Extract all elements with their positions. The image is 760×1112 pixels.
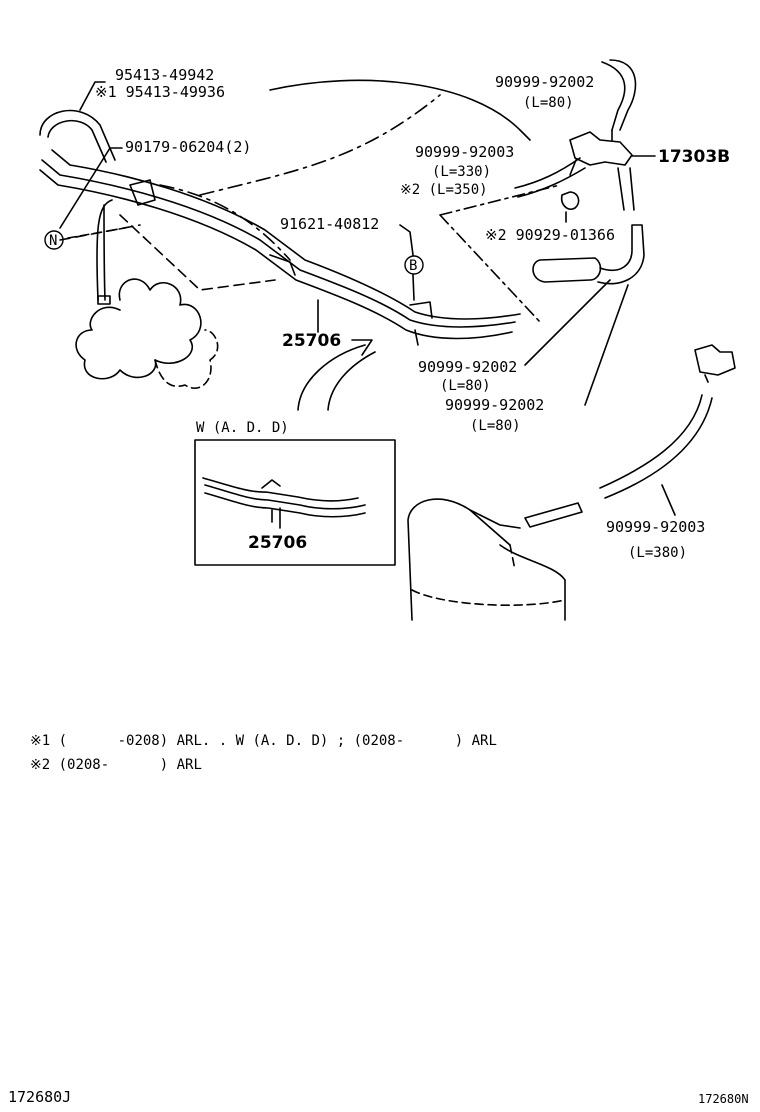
marker-b: B [409, 258, 417, 274]
label-195413-49936: ※1 95413-49936 [95, 83, 225, 101]
label-90999-92003-low: 90999-92003 [606, 518, 705, 536]
label-17303b: 17303B [658, 147, 730, 167]
engine-outline-dash-3 [59, 214, 276, 291]
inset-pipe-a [204, 484, 366, 510]
canister-pipe [469, 509, 521, 529]
dash-connector [439, 184, 561, 323]
inset-arrow-head [351, 339, 373, 356]
leader-91621 [399, 224, 414, 256]
pipe-25706-c [39, 169, 513, 340]
clip-90929 [560, 191, 580, 223]
figure-code-right: 172680N [698, 1092, 749, 1106]
engine-outline [269, 79, 531, 141]
connector-17303b [569, 131, 633, 166]
leader-valve-a [524, 279, 611, 366]
marker-n: N [49, 233, 57, 249]
label-91621-40812: 91621-40812 [280, 215, 379, 233]
inset-pipe-b [204, 492, 366, 518]
footnote-2: ※2 (0208- ) ARL [30, 757, 202, 773]
component-cloud [75, 278, 202, 380]
label-90999-92002-top: 90999-92002 [495, 73, 594, 91]
figure-code-left: 172680J [8, 1088, 72, 1106]
hose-top-right [601, 59, 637, 131]
inset-box [194, 439, 396, 566]
label-90999-92002-a: 90999-92002 [418, 358, 517, 376]
hose-vertical [96, 199, 113, 301]
label-90999-92002-b: 90999-92002 [445, 396, 544, 414]
hose-92003-low [599, 394, 713, 499]
leader-90179 [59, 147, 123, 229]
canister-dash [411, 544, 566, 606]
component-cloud-dash [154, 329, 219, 389]
clamp-vertical [97, 295, 111, 305]
inset-arrow-2 [327, 351, 376, 411]
label-95413-49942: 95413-49942 [115, 66, 214, 84]
label-90999-92003-mid: 90999-92003 [415, 143, 514, 161]
label-25706-inset: 25706 [248, 533, 307, 553]
valve-hose [597, 224, 645, 285]
footnote-1: ※1 ( -0208) ARL. . W (A. D. D) ; (0208- … [30, 733, 497, 749]
hose-92003-mid [514, 157, 586, 198]
pipe-bracket-right [409, 301, 433, 346]
label-l80-top: (L=80) [523, 95, 574, 111]
label-l80-a: (L=80) [440, 378, 491, 394]
label-90929-01366: ※2 90929-01366 [485, 226, 615, 244]
label-25706-main: 25706 [282, 331, 341, 351]
label-l80-b: (L=80) [470, 418, 521, 434]
pipe-25706-a [41, 159, 516, 328]
marker-b-circle [404, 255, 424, 275]
inset-arrow [297, 344, 366, 411]
inset-pipe-c [202, 477, 359, 502]
label-l350: ※2 (L=350) [400, 182, 488, 198]
hose-95413 [39, 109, 116, 161]
label-inset-title: W (A. D. D) [196, 420, 289, 436]
leader-95413 [79, 81, 106, 111]
leader-92003-low [661, 484, 676, 516]
engine-outline-dash [199, 94, 441, 196]
canister [407, 498, 566, 621]
pipe-bracket-mid [129, 179, 156, 206]
leader-b [412, 274, 415, 301]
marker-n-circle [44, 230, 64, 250]
valve-body [532, 257, 602, 283]
leader-n [67, 227, 126, 239]
label-90179-06204: 90179-06204(2) [125, 138, 251, 156]
connector-lower [694, 344, 736, 383]
leader-valve-b [584, 284, 629, 406]
pipe-25706-b [51, 149, 521, 320]
inset-bracket [261, 479, 281, 523]
label-l380: (L=380) [628, 545, 687, 561]
hose-95413-inner [47, 119, 107, 163]
label-l330: (L=330) [432, 164, 491, 180]
pipe-bracket-left [269, 254, 296, 276]
hose-92003-low-seg [524, 502, 583, 528]
connector-17303b-legs [569, 159, 635, 211]
